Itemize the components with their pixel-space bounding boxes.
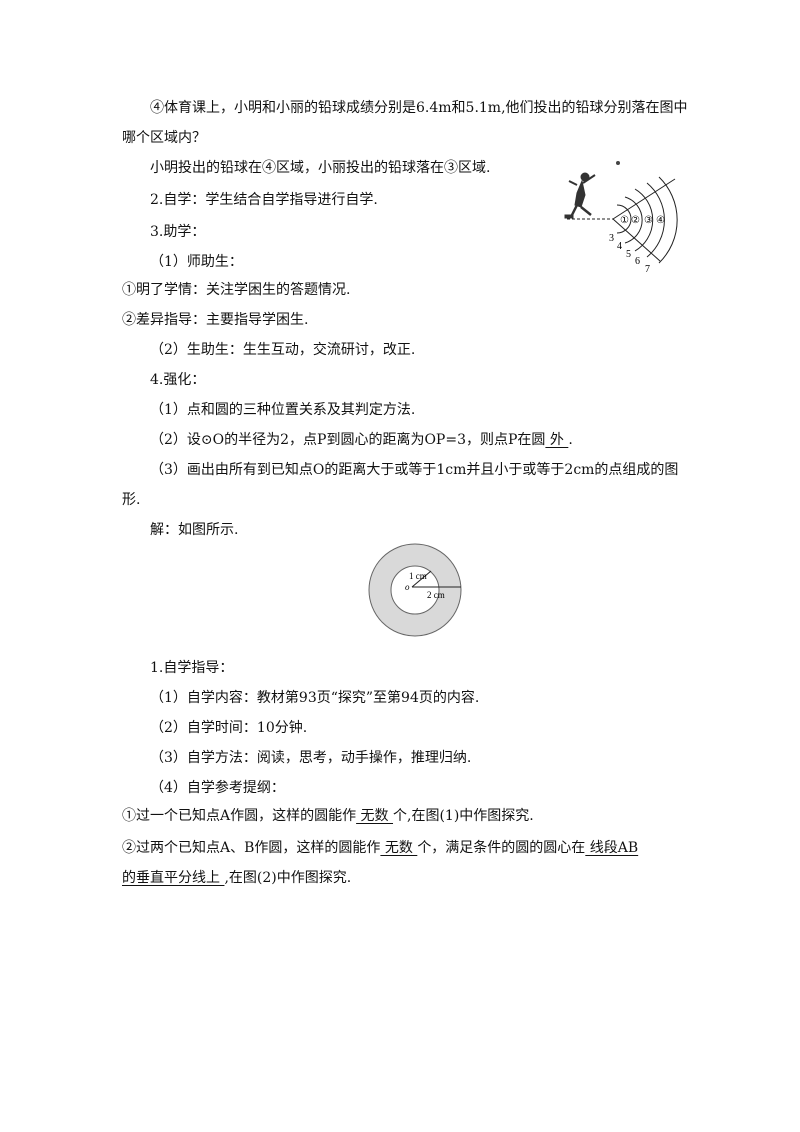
outline-item-2-text: ②过两个已知点A、B作圆，这样的圆能作 [122, 840, 381, 856]
question-line-2: 哪个区域内？ [122, 130, 206, 146]
annulus-figure: o 1 cm 2 cm [365, 540, 465, 640]
shot-put-figure: ① ② ③ ④ 3 4 5 6 7 [555, 155, 690, 275]
outline-item-2: ②过两个已知点A、B作圆，这样的圆能作 无数 个，满足条件的圆的圆心在 线段AB [122, 838, 638, 858]
question-line-1: ④体育课上，小明和小丽的铅球成绩分别是6.4m和5.1m,他们投出的铅球分别落在… [150, 100, 688, 116]
blank-answer: 外 [545, 432, 569, 448]
zone-label: ④ [656, 215, 665, 226]
outline-item-1: ①过一个已知点A作圆，这样的圆能作 无数 个,在图(1)中作图探究. [122, 806, 534, 826]
zone-label: ② [631, 215, 640, 226]
solution-line: 解：如图所示. [150, 522, 239, 538]
athlete-icon [564, 172, 596, 219]
reinforce-item-2-text: （2）设⊙O的半径为2，点P到圆心的距离为OP=3，则点P在圆 [150, 432, 546, 448]
reinforce-item-2-end: . [568, 432, 573, 448]
teacher-help-item-2: ②差异指导：主要指导学困生. [122, 312, 309, 328]
outline-item-2-mid: 个，满足条件的圆的圆心在 [417, 840, 586, 856]
distance-label: 3 [609, 233, 614, 244]
blank-answer: 无数 [380, 840, 418, 856]
teacher-help-item-1: ①明了学情：关注学困生的答题情况. [122, 282, 351, 298]
step-3-title: 3.助学： [150, 224, 206, 240]
answer-line: 小明投出的铅球在④区域，小丽投出的铅球落在③区域. [150, 160, 491, 176]
step-2-self-study: 2.自学：学生结合自学指导进行自学. [150, 192, 378, 208]
reinforce-item-3-line-2: 形. [122, 492, 141, 508]
blank-answer: 线段AB [585, 840, 639, 856]
outline-item-1-text: ①过一个已知点A作圆，这样的圆能作 [122, 808, 357, 824]
blank-answer: 的垂直平分线上 [122, 870, 225, 886]
distance-label: 7 [645, 264, 650, 275]
center-label: o [405, 582, 410, 592]
blank-answer: 无数 [356, 808, 394, 824]
guide-title: 1.自学指导： [150, 660, 234, 676]
reinforce-item-1: （1）点和圆的三种位置关系及其判定方法. [150, 402, 416, 418]
teacher-help-title: （1）师助生： [150, 254, 243, 270]
shot-ball-icon [616, 161, 620, 165]
distance-label: 5 [626, 249, 631, 260]
outline-item-2-end: ,在图(2)中作图探究. [224, 870, 352, 886]
distance-label: 6 [635, 256, 640, 267]
reinforce-item-2: （2）设⊙O的半径为2，点P到圆心的距离为OP=3，则点P在圆 外 . [150, 430, 573, 450]
guide-time: （2）自学时间：10分钟. [150, 720, 308, 736]
outline-item-1-end: 个,在图(1)中作图探究. [393, 808, 534, 824]
zone-label: ① [620, 215, 629, 226]
guide-content: （1）自学内容：教材第93页“探究”至第94页的内容. [150, 690, 480, 706]
step-4-title: 4.强化： [150, 372, 206, 388]
reinforce-item-3-line-1: （3）画出由所有到已知点O的距离大于或等于1cm并且小于或等于2cm的点组成的图 [150, 462, 679, 478]
distance-label: 4 [617, 241, 622, 252]
outer-radius-label: 2 cm [427, 590, 445, 600]
guide-outline-title: （4）自学参考提纲： [150, 780, 285, 796]
zone-label: ③ [644, 215, 653, 226]
outline-item-2-cont: 的垂直平分线上 ,在图(2)中作图探究. [122, 868, 351, 888]
inner-radius-label: 1 cm [409, 571, 427, 581]
guide-method: （3）自学方法：阅读，思考，动手操作，推理归纳. [150, 750, 472, 766]
student-help-item: （2）生助生：生生互动，交流研讨，改正. [150, 342, 416, 358]
